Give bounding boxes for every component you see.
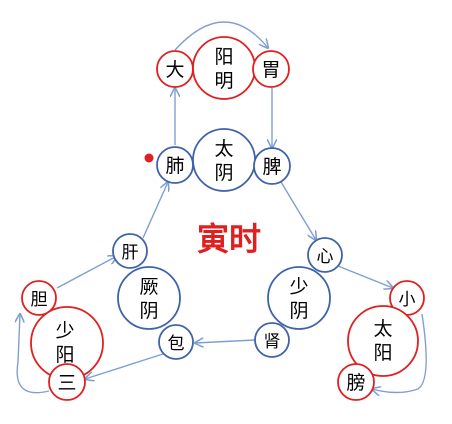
- node-taiyin: 太 阴: [192, 128, 256, 192]
- node-label: 包: [168, 334, 185, 354]
- node-fei: 肺: [156, 146, 194, 184]
- diagram-title: 寅时: [197, 220, 261, 258]
- node-jueyin: 厥 阴: [117, 266, 181, 330]
- node-bao: 包: [158, 324, 194, 360]
- node-pi: 脾: [253, 147, 291, 185]
- arrow-gan-to-fei: [142, 182, 168, 239]
- node-label: 胆: [31, 290, 48, 310]
- node-label-line-2: 阳: [55, 344, 74, 366]
- node-wei: 胃: [252, 50, 290, 88]
- node-shen: 肾: [254, 322, 290, 358]
- node-label: 肺: [165, 155, 184, 177]
- node-label-line-1: 少: [289, 276, 308, 298]
- node-dan: 胆: [21, 280, 57, 316]
- node-san: 三: [48, 363, 86, 401]
- node-gan: 肝: [112, 233, 148, 269]
- node-pang: 膀: [337, 363, 375, 401]
- node-label-line-1: 太: [214, 138, 233, 160]
- node-shaoyang: 少 阳: [30, 306, 104, 380]
- node-label: 大: [165, 59, 184, 81]
- node-label: 脾: [262, 156, 281, 178]
- node-xin: 心: [307, 237, 343, 273]
- node-taiyang: 太 阳: [347, 305, 419, 377]
- node-label: 肾: [264, 332, 281, 352]
- connection-arrows: [17, 21, 427, 394]
- arrow-da-to-wei: [174, 21, 268, 51]
- node-label: 肝: [122, 243, 139, 263]
- node-label: 胃: [261, 59, 280, 81]
- node-label-line-1: 太: [373, 318, 392, 340]
- node-label: 小: [399, 290, 416, 310]
- node-label: 心: [317, 247, 334, 267]
- node-label: 三: [57, 372, 76, 394]
- node-label-line-2: 阴: [214, 162, 233, 184]
- node-yangming: 阳 明: [192, 36, 256, 100]
- node-label-line-2: 明: [214, 70, 233, 92]
- arrow-bao-to-san: [85, 353, 164, 379]
- node-label: 膀: [346, 372, 365, 394]
- node-label-line-1: 厥: [139, 276, 158, 298]
- node-label-line-2: 阳: [373, 342, 392, 364]
- node-da: 大: [156, 50, 194, 88]
- arrow-pi-to-xin: [280, 181, 316, 240]
- arrow-xin-to-xiao: [337, 265, 393, 288]
- arrow-shen-to-bao: [195, 340, 256, 343]
- node-xiao: 小: [389, 280, 425, 316]
- node-label-line-1: 阳: [214, 46, 233, 68]
- arrow-xiao-to-pang: [372, 313, 427, 393]
- node-label-line-2: 阴: [289, 300, 308, 322]
- node-label-line-2: 阴: [139, 300, 158, 322]
- arrow-dan-to-gan: [56, 256, 117, 289]
- arrow-san-to-dan: [17, 314, 50, 394]
- start-marker-dot: [144, 153, 154, 163]
- node-label-line-1: 少: [55, 320, 74, 342]
- node-shaoyin: 少 阴: [267, 266, 331, 330]
